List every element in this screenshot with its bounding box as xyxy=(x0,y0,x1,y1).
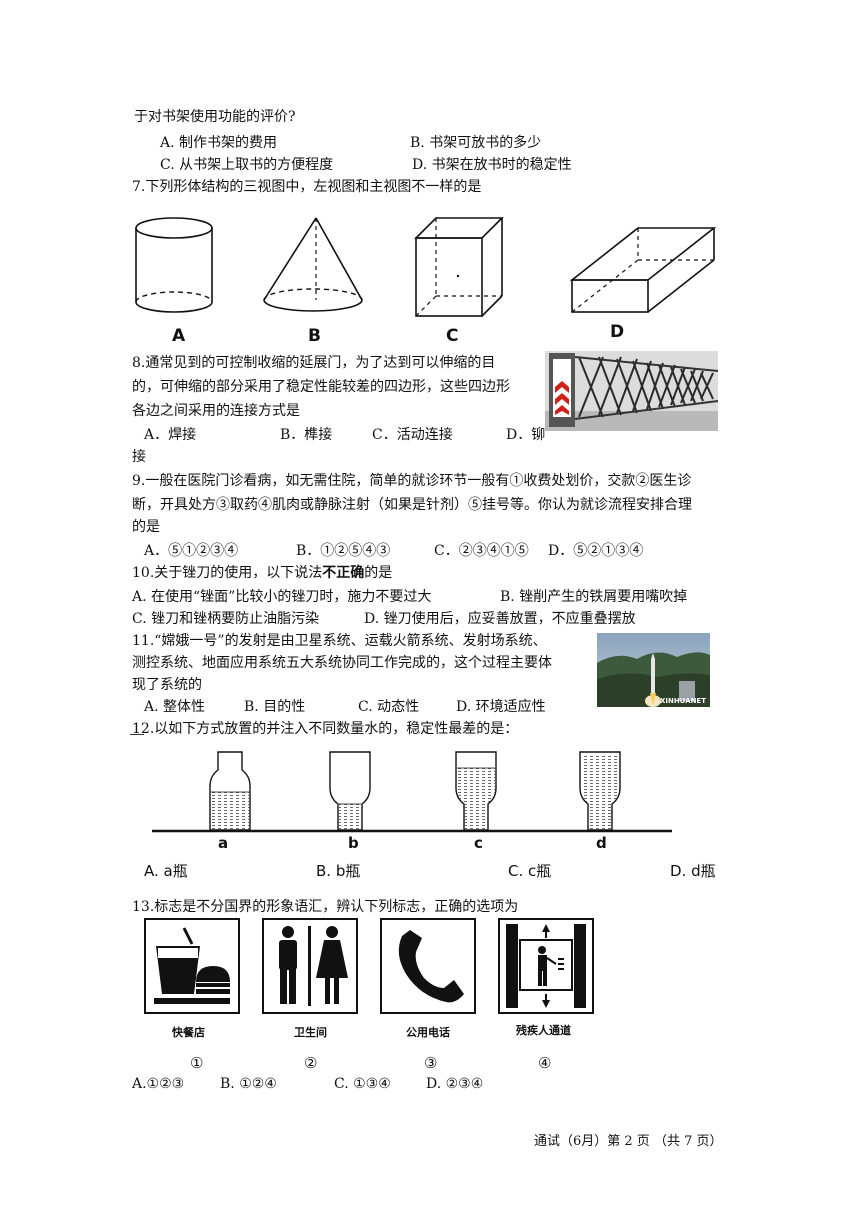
retractable-gate-photo xyxy=(545,351,718,431)
q8-option-d: D．铆 xyxy=(506,427,546,443)
q7-label-a: A xyxy=(172,326,186,346)
q7-label-d: D xyxy=(610,322,625,342)
q8-stem-line3: 各边之间采用的连接方式是 xyxy=(132,403,300,419)
sign-caption-4: 残疾人通道 xyxy=(516,1024,571,1037)
photo-watermark: XINHUANET xyxy=(659,697,706,705)
q7-figure-slab xyxy=(566,222,722,318)
q6-stem-line: 于对书架使用功能的评价? xyxy=(134,109,296,125)
q6-option-b: B. 书架可放书的多少 xyxy=(410,135,542,151)
sign-caption-2: 卫生间 xyxy=(294,1026,327,1039)
q8-option-a: A．焊接 xyxy=(144,427,197,443)
bottle-a xyxy=(209,751,251,831)
bottle-b xyxy=(329,751,371,831)
q10-stem-post: 的是 xyxy=(364,565,393,581)
q11-option-b: B. 目的性 xyxy=(244,699,306,715)
q7-figure-prism xyxy=(412,214,508,324)
q10-option-c: C. 锉刀和锉柄要防止油脂污染 xyxy=(132,611,320,627)
q12-option-c: C. c瓶 xyxy=(508,862,552,880)
q8-option-c: C．活动连接 xyxy=(372,427,453,443)
q7-label-b: B xyxy=(308,326,321,346)
fast-food-sign-icon xyxy=(144,918,240,1014)
q6-option-d: D. 书架在放书时的稳定性 xyxy=(412,157,572,173)
q12-option-a: A. a瓶 xyxy=(144,862,188,880)
q7-figure-cylinder xyxy=(130,210,230,320)
q7-label-c: C xyxy=(446,326,459,346)
q10-stem-pre: 10.关于锉刀的使用，以下说法 xyxy=(132,565,323,581)
bottle-label-b: b xyxy=(348,834,359,852)
q8-stem-line1: 8.通常见到的可控制收缩的延展门，为了达到可以伸缩的目 xyxy=(132,355,496,371)
q11-option-d: D. 环境适应性 xyxy=(456,699,546,715)
bottle-label-c: c xyxy=(474,834,483,852)
q9-option-b: B．①②⑤④③ xyxy=(296,543,391,559)
bottle-label-d: d xyxy=(596,834,607,852)
bottle-label-a: a xyxy=(218,834,229,852)
q12-bottles-figure xyxy=(152,746,672,856)
sign-number-4: ④ xyxy=(538,1054,552,1072)
q11-option-c: C. 动态性 xyxy=(358,699,420,715)
q9-stem-line2: 断，开具处方③取药④肌肉或静脉注射（如果是针剂）⑤挂号等。你认为就诊流程安排合理 xyxy=(132,497,692,513)
q11-option-a: A. 整体性 xyxy=(144,699,206,715)
rocket-launch-photo: XINHUANET xyxy=(597,633,710,707)
q10-stem: 10.关于锉刀的使用，以下说法不正确的是 xyxy=(132,562,392,582)
q12-option-d: D. d瓶 xyxy=(670,862,716,880)
public-telephone-sign-icon xyxy=(380,918,476,1014)
q6-option-c: C. 从书架上取书的方便程度 xyxy=(160,157,334,173)
q11-stem-line1: 11.“嫦娥一号”的发射是由卫星系统、运载火箭系统、发射场系统、 xyxy=(132,633,547,649)
q6-option-a: A. 制作书架的费用 xyxy=(160,135,278,151)
q11-stem-line2: 测控系统、地面应用系统五大系统协同工作完成的，这个过程主要体 xyxy=(132,655,552,671)
sign-number-3: ③ xyxy=(424,1054,438,1072)
q9-stem-line1: 9.一般在医院门诊看病，如无需住院，简单的就诊环节一般有①收费处划价，交款②医生… xyxy=(132,473,692,489)
q10-option-b: B. 锉削产生的铁屑要用嘴吹掉 xyxy=(500,589,688,605)
q7-stem: 7.下列形体结构的三视图中，左视图和主视图不一样的是 xyxy=(132,179,482,195)
q7-figure-cone xyxy=(258,210,368,320)
q8-option-d-continued: 接 xyxy=(132,449,146,465)
q10-option-d: D. 锉刀使用后，应妥善放置，不应重叠摆放 xyxy=(364,611,636,627)
sign-number-2: ② xyxy=(304,1054,318,1072)
q13-option-c: C. ①③④ xyxy=(334,1076,391,1092)
q11-stem-line3: 现了系统的 xyxy=(132,677,202,693)
q12-stem: 12.以如下方式放置的并注入不同数量水的，稳定性最差的是： xyxy=(132,721,519,737)
sign-number-1: ① xyxy=(190,1054,204,1072)
page-footer: 通试（6月）第 2 页 （共 7 页） xyxy=(534,1134,723,1149)
sign-caption-1: 快餐店 xyxy=(172,1026,205,1039)
q10-stem-emphasis: 不正确 xyxy=(322,565,365,581)
bottle-d xyxy=(579,751,621,831)
q13-option-d: D. ②③④ xyxy=(426,1076,484,1092)
q9-option-c: C．②③④①⑤ xyxy=(434,543,529,559)
q8-option-b: B．榫接 xyxy=(280,427,333,443)
q8-stem-line2: 的，可伸缩的部分采用了稳定性能较差的四边形，这些四边形 xyxy=(132,379,510,395)
q13-stem: 13.标志是不分国界的形象语汇，辨认下列标志，正确的选项为 xyxy=(132,899,519,915)
bottle-c xyxy=(455,751,497,831)
sign-caption-3: 公用电话 xyxy=(406,1026,450,1039)
q9-stem-line3: 的是 xyxy=(132,519,160,535)
q10-option-a: A. 在使用“锉面”比较小的锉刀时，施力不要过大 xyxy=(132,589,432,605)
q12-option-b: B. b瓶 xyxy=(316,862,361,880)
stray-mark xyxy=(130,734,144,735)
restroom-sign-icon xyxy=(262,918,358,1014)
q9-option-a: A．⑤①②③④ xyxy=(144,543,239,559)
elevator-sign-icon xyxy=(498,918,594,1014)
q13-option-a: A.①②③ xyxy=(132,1076,185,1092)
q9-option-d: D．⑤②①③④ xyxy=(548,543,644,559)
q13-option-b: B. ①②④ xyxy=(220,1076,277,1092)
